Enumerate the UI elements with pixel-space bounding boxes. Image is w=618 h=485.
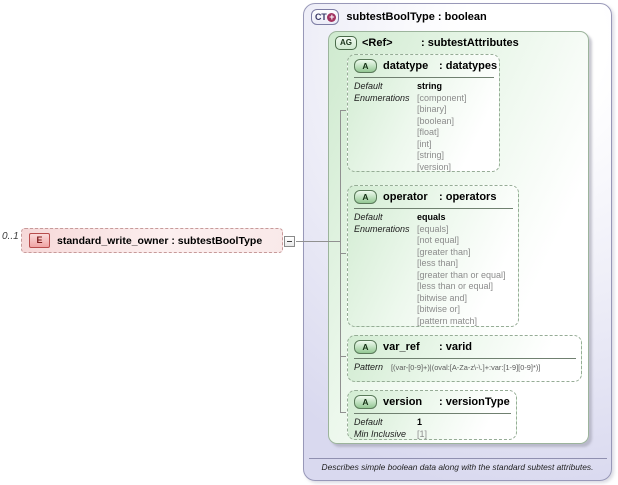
attribute-group-ref: <Ref> [362,37,393,49]
facet-value-pattern: [(var-[0-9]+)|(oval:[A-Za-z\-\.]+:var:[1… [391,363,541,372]
facet-label-default: Default [354,417,383,427]
attribute-group-type: : subtestAttributes [421,37,519,49]
attribute-header: A operator : operators [348,186,518,206]
attribute-type: : varid [439,341,473,353]
connector-stub-version [341,412,346,413]
header-divider [354,413,511,414]
attribute-box-version[interactable]: A version : versionType Default 1 Min In… [347,390,517,440]
attribute-group-icon: AG [335,36,357,50]
header-divider [354,208,513,209]
attribute-type: : operators [439,191,497,203]
attribute-name: operator [383,191,428,203]
attribute-header: A datatype : datatypes [348,55,499,75]
minus-icon [287,241,292,242]
attribute-icon: A [354,395,377,409]
facet-value-default: string [417,81,443,91]
enumeration-list: [component][binary][boolean][float][int]… [417,92,467,172]
connector-stub-operator [341,253,346,254]
facet-value-default: 1 [417,417,423,427]
plus-icon: + [327,11,337,22]
facet-label-enumerations: Enumerations [354,223,410,234]
facet-label-default: Default [354,212,383,222]
occurrence-label: 0..1 [2,231,19,242]
header-divider [354,77,494,78]
facet-table: Pattern [(var-[0-9]+)|(oval:[A-Za-z\-\.]… [348,362,581,374]
facet-table: Default equals Enumerations [equals][not… [348,212,518,327]
attribute-name: datatype [383,60,429,72]
element-label: standard_write_owner : subtestBoolType [57,234,263,247]
complextype-icon-label: CT [315,12,327,22]
attribute-group-header[interactable]: AG <Ref> : subtestAttributes [335,36,519,50]
complextype-title: subtestBoolType : boolean [346,11,487,23]
connector-stub-datatype [341,110,346,111]
facet-table: Default 1 Min Inclusive [1] [348,417,516,440]
enumeration-list: [equals][not equal][greater than][less t… [417,223,506,326]
attribute-box-var-ref[interactable]: A var_ref : varid Pattern [(var-[0-9]+)|… [347,335,582,382]
attribute-type: : versionType [439,396,510,408]
attribute-icon: A [354,190,377,204]
connector-stub-varref [341,356,346,357]
attribute-icon: A [354,59,377,73]
element-icon: E [29,233,50,248]
attribute-box-datatype[interactable]: A datatype : datatypes Default string En… [347,54,500,172]
facet-label-enumerations: Enumerations [354,92,410,103]
facet-table: Default string Enumerations [component][… [348,81,499,173]
attribute-group-box: AG <Ref> : subtestAttributes A datatype … [328,31,589,444]
facet-value-min-inclusive: [1] [417,428,428,439]
complextype-icon: CT + [311,9,340,25]
complextype-box: CT + subtestBoolType : boolean AG <Ref> … [303,3,612,481]
header-divider [354,358,576,359]
facet-label-default: Default [354,81,383,91]
connector-line-element [296,241,340,242]
facet-value-default: equals [417,212,446,222]
attribute-icon: A [354,340,377,354]
annotation-text: Describes simple boolean data along with… [321,462,594,472]
facet-label-min-inclusive: Min Inclusive [354,428,407,439]
complextype-header[interactable]: CT + subtestBoolType : boolean [311,9,487,25]
annotation-divider [309,458,607,459]
collapse-handle[interactable] [284,236,295,247]
attribute-header: A var_ref : varid [348,336,581,356]
attribute-header: A version : versionType [348,391,516,411]
attribute-type: : datatypes [439,60,498,72]
attribute-box-operator[interactable]: A operator : operators Default equals En… [347,185,519,327]
attribute-name: version [383,396,423,408]
element-box-standard-write-owner[interactable]: E standard_write_owner : subtestBoolType [21,228,283,253]
facet-label-pattern: Pattern [354,362,384,372]
attribute-name: var_ref [383,341,420,353]
connector-line-vertical [340,110,341,413]
